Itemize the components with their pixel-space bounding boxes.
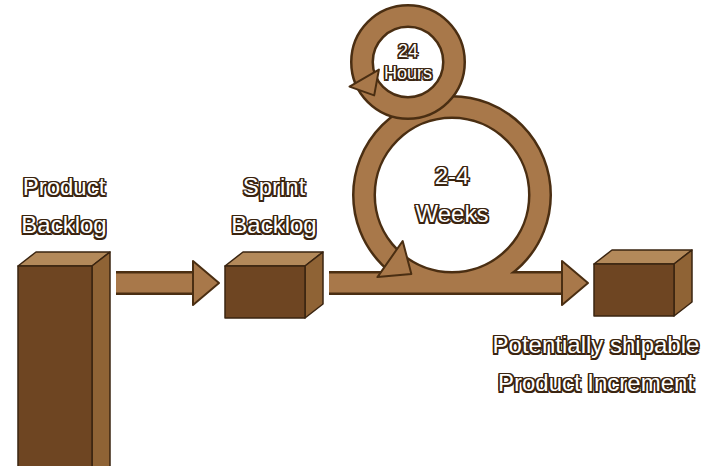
flow-arrow — [116, 261, 219, 305]
flow-arrow — [329, 107, 588, 305]
loop-arrowhead — [350, 70, 379, 96]
node-heading: Sprint Backlog — [212, 168, 336, 244]
arrowhead — [377, 241, 411, 277]
arrowhead — [193, 261, 219, 305]
backlog-node: Sprint Backlog — [212, 168, 336, 322]
box-side — [674, 250, 692, 316]
backlog-box — [221, 250, 327, 322]
box-front — [225, 266, 305, 318]
node-heading: Product Backlog — [8, 168, 120, 244]
box-front — [594, 264, 674, 316]
arrow-outline — [116, 271, 195, 295]
backlog-node: Product Backlog — [8, 168, 120, 466]
loop-fill — [362, 16, 454, 108]
backlog-box — [590, 248, 696, 320]
loop-label: 2-4 Weeks — [409, 157, 495, 233]
loop-label: 24 Hours — [378, 40, 438, 84]
arrow-body — [329, 107, 564, 283]
backlog-box — [14, 250, 114, 466]
box-side — [305, 252, 323, 318]
node-heading: Potentially shipable Product Increment — [486, 326, 706, 402]
box-side — [92, 252, 110, 466]
backlog-node: Potentially shipable Product Increment — [486, 248, 706, 402]
arrow-body — [116, 274, 195, 293]
box-front — [18, 266, 92, 466]
arrow-outline — [329, 107, 564, 283]
arrowhead — [562, 261, 588, 305]
loop-outline — [362, 16, 454, 108]
